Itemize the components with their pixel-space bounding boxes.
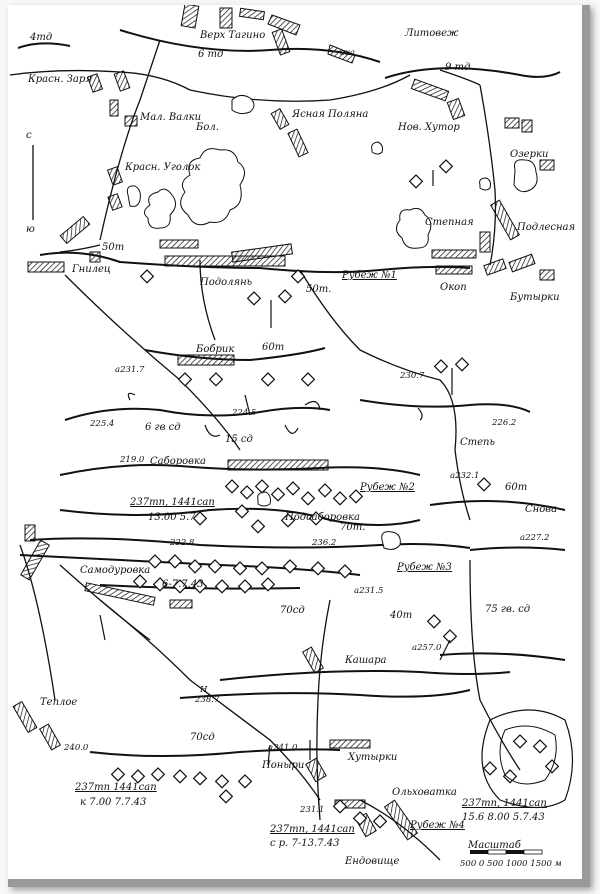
label: к 7.00 7.7.43 bbox=[80, 797, 146, 808]
label: 237тп, 1441сап bbox=[461, 798, 547, 809]
roads bbox=[9, 39, 521, 861]
label: 60т bbox=[505, 482, 527, 493]
label: Хутырки bbox=[347, 752, 397, 763]
scale-bar bbox=[470, 849, 543, 855]
olkhovatka-area bbox=[481, 709, 574, 809]
label: Поныри bbox=[261, 760, 304, 771]
label: 6 гв сд bbox=[145, 422, 181, 433]
forests bbox=[126, 94, 538, 550]
label: а231.5 bbox=[354, 586, 383, 596]
label: 219.0 bbox=[119, 455, 145, 465]
label: Красн. Заря bbox=[27, 74, 92, 85]
label: 13.00 5.7 bbox=[148, 512, 196, 523]
label: 50т bbox=[102, 242, 124, 253]
label: Окоп bbox=[440, 282, 467, 293]
label: 15.6 8.00 5.7.43 bbox=[462, 812, 545, 823]
movement-arrows bbox=[99, 170, 453, 766]
label: 238.7 bbox=[194, 695, 220, 705]
label: Снова bbox=[525, 504, 557, 515]
label: 224.5 bbox=[231, 408, 256, 418]
village-blocks bbox=[12, 5, 555, 841]
label: Степная bbox=[425, 217, 474, 228]
label: 237тп 1441сап bbox=[74, 782, 157, 793]
label: Красн. Уголок bbox=[124, 162, 200, 173]
label: Озерки bbox=[510, 149, 548, 160]
label: Верх Тагино bbox=[199, 30, 265, 41]
label: Подсаборовка bbox=[284, 512, 360, 523]
label: 15 сд bbox=[225, 434, 253, 445]
label: Теплое bbox=[40, 697, 77, 708]
label: Подлесная bbox=[516, 222, 575, 233]
label: 70сд bbox=[280, 605, 305, 616]
label: 240.0 bbox=[63, 743, 89, 753]
label: 50т. bbox=[306, 284, 331, 295]
label: 9 тд bbox=[445, 62, 470, 73]
label: а232.1 bbox=[450, 471, 479, 481]
label: Бол. bbox=[195, 122, 219, 133]
label: Кашара bbox=[344, 655, 387, 666]
label: Подолянь bbox=[199, 277, 252, 288]
label: 75 гв. сд bbox=[485, 604, 530, 615]
label: 230.7 bbox=[399, 371, 425, 381]
label: Литовеж bbox=[404, 28, 459, 39]
label: с bbox=[26, 130, 32, 141]
label: Ольховатка bbox=[392, 787, 457, 798]
label: а231.7 bbox=[115, 365, 145, 375]
label: вка bbox=[340, 48, 355, 58]
label: Степь bbox=[460, 437, 495, 448]
label: с р. 7-13.7.43 bbox=[270, 838, 339, 849]
label: а227.2 bbox=[520, 533, 549, 543]
label: 226.2 bbox=[491, 418, 516, 428]
label: Саборовка bbox=[150, 456, 206, 467]
label: Гнилец bbox=[71, 264, 111, 275]
label: 4тд bbox=[29, 32, 52, 43]
label: Бутырки bbox=[509, 292, 560, 303]
label: 40т bbox=[389, 610, 412, 621]
label: 237тп, 1441сап bbox=[269, 824, 355, 835]
label: Ендовище bbox=[344, 856, 400, 867]
label: 225.4 bbox=[89, 419, 114, 429]
label: 70сд bbox=[190, 732, 215, 743]
label: 222.8 bbox=[169, 538, 195, 548]
battle-map: 4тд Верх Тагино 6 тд Литовеж вка 9 тд Кр… bbox=[9, 5, 575, 869]
map-sheet: 4тд Верх Тагино 6 тд Литовеж вка 9 тд Кр… bbox=[8, 5, 590, 887]
label: 237тп, 1441сап bbox=[129, 497, 215, 508]
label: а257.0 bbox=[412, 643, 442, 653]
label: 6-7.7.43 bbox=[162, 579, 204, 590]
label: Рубеж №1 bbox=[341, 270, 397, 281]
label: Мал. Валки bbox=[139, 112, 201, 123]
tank-markers bbox=[110, 159, 560, 829]
label: Н bbox=[199, 685, 208, 695]
label: Нов. Хутор bbox=[397, 122, 460, 133]
label: Бобрик bbox=[195, 344, 234, 355]
label: Рубеж №3 bbox=[396, 562, 452, 573]
label: 236.2 bbox=[311, 538, 336, 548]
label: Ясная Поляна bbox=[291, 109, 368, 120]
label: Рубеж №2 bbox=[359, 482, 415, 493]
label: Самодуровка bbox=[80, 565, 150, 576]
label: 500 0 500 1000 1500 м bbox=[460, 859, 562, 869]
map-labels: 4тд Верх Тагино 6 тд Литовеж вка 9 тд Кр… bbox=[26, 28, 575, 869]
label: Масштаб bbox=[467, 840, 522, 851]
label: а241.0 bbox=[268, 743, 298, 753]
label: 231.1 bbox=[299, 805, 324, 815]
label: 70т. bbox=[340, 522, 365, 533]
label: Рубеж №4 bbox=[409, 820, 465, 831]
label: ю bbox=[26, 224, 35, 235]
label: 6 тд bbox=[198, 49, 223, 60]
label: 60т bbox=[262, 342, 284, 353]
